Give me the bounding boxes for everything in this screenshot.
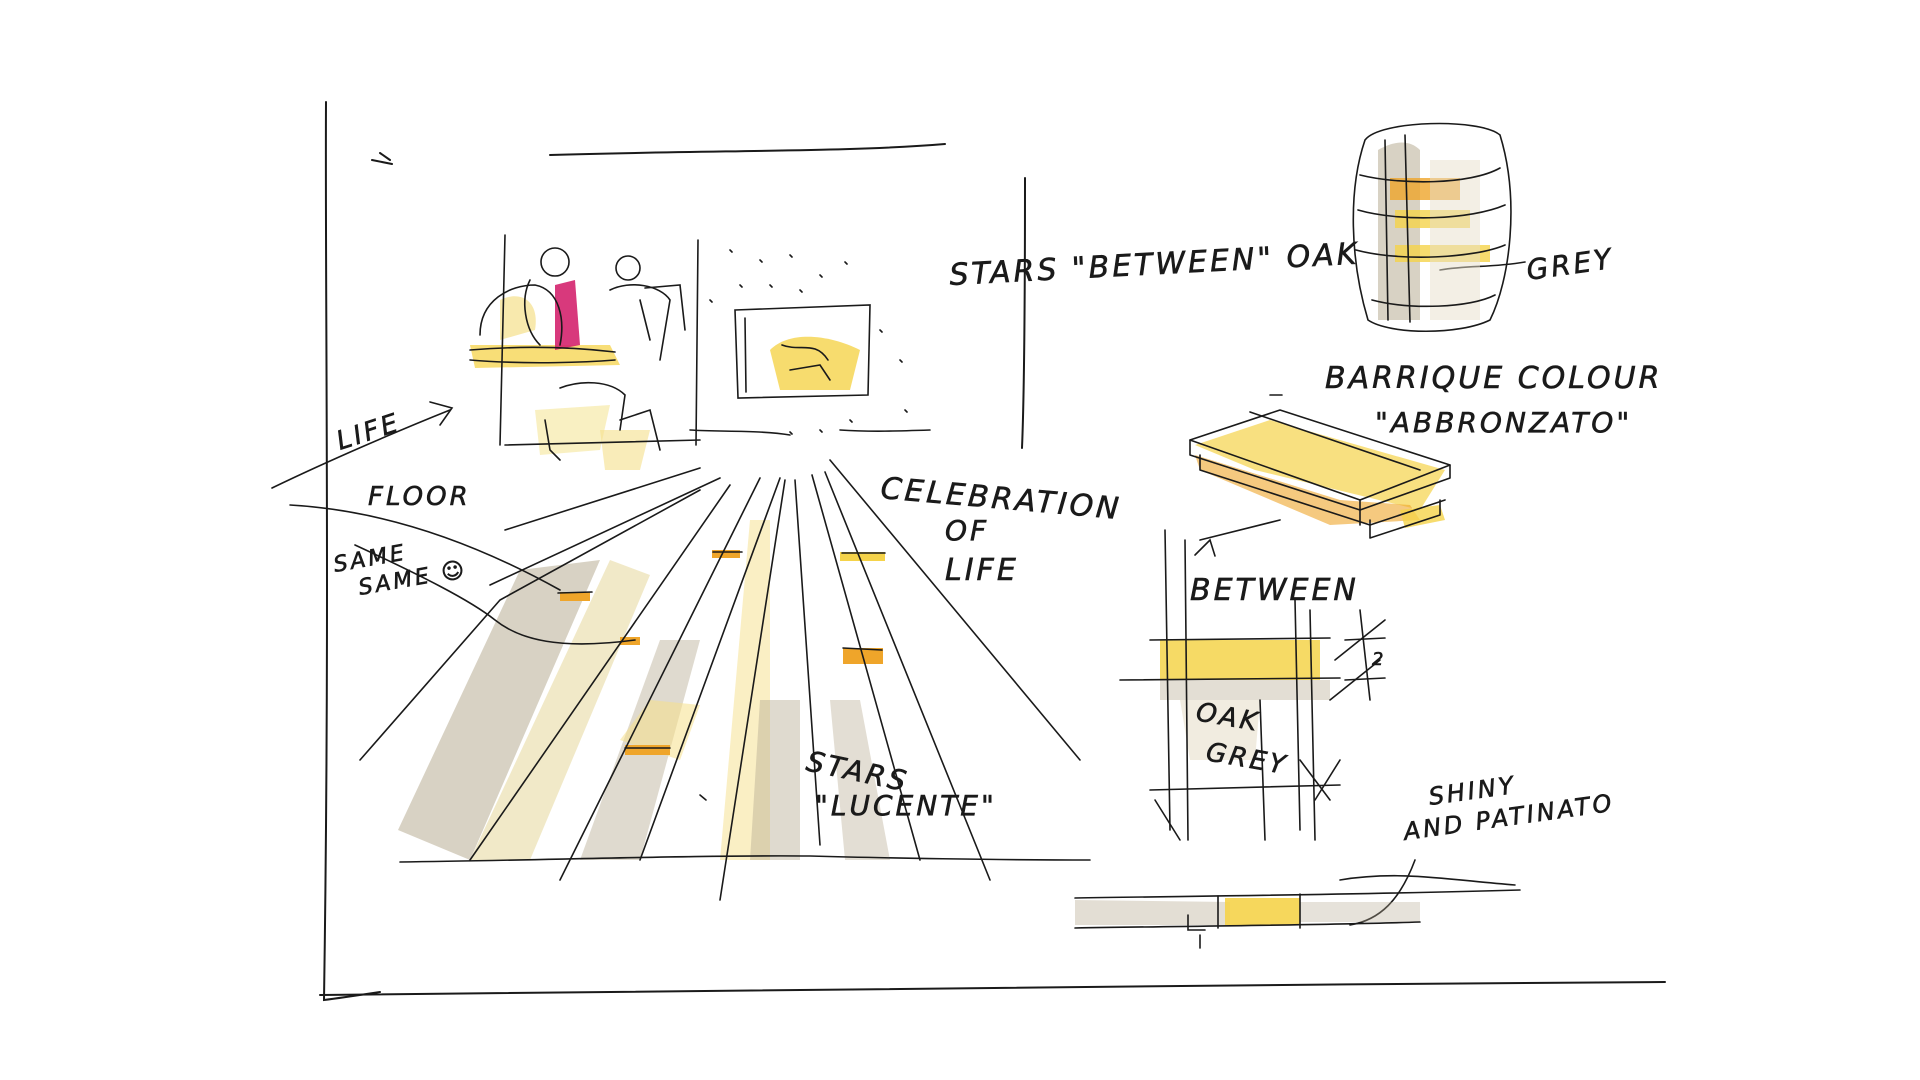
stacked-planks	[1189, 394, 1451, 539]
inlay-detail	[1074, 889, 1521, 949]
label-between: BETWEEN	[1190, 573, 1359, 608]
label-stars-between-oak: STARS "BETWEEN" OAK	[949, 237, 1361, 293]
floor-glow	[600, 430, 650, 470]
label-life-2: LIFE	[945, 553, 1019, 588]
label-of: OF	[945, 514, 989, 547]
plank-section	[1119, 529, 1386, 841]
label-oak-grey: GREY	[1204, 737, 1290, 781]
figure-wash	[500, 296, 536, 340]
label-grey: GREY	[1524, 242, 1616, 287]
label-life: LIFE	[333, 408, 405, 457]
barrique-sketch	[1352, 122, 1512, 333]
star-accent	[840, 552, 885, 561]
label-lucente: "LUCENTE"	[815, 789, 997, 822]
sketch-frame	[319, 101, 1666, 1002]
label-abbronzato: "ABBRONZATO"	[1375, 406, 1632, 439]
magenta-figure	[555, 280, 580, 350]
label-same-same-1: SAME	[332, 540, 409, 577]
label-barrique-colour: BARRIQUE COLOUR	[1325, 361, 1662, 396]
label-dimension-2: 2	[1372, 649, 1386, 670]
star-accent	[560, 592, 590, 601]
fireplace-fire	[770, 336, 860, 390]
interior-scene	[469, 234, 931, 470]
label-floor: FLOOR	[368, 482, 471, 512]
star-accent	[712, 550, 740, 558]
star-accent	[625, 745, 670, 755]
label-celebration: CELEBRATION	[879, 471, 1123, 527]
